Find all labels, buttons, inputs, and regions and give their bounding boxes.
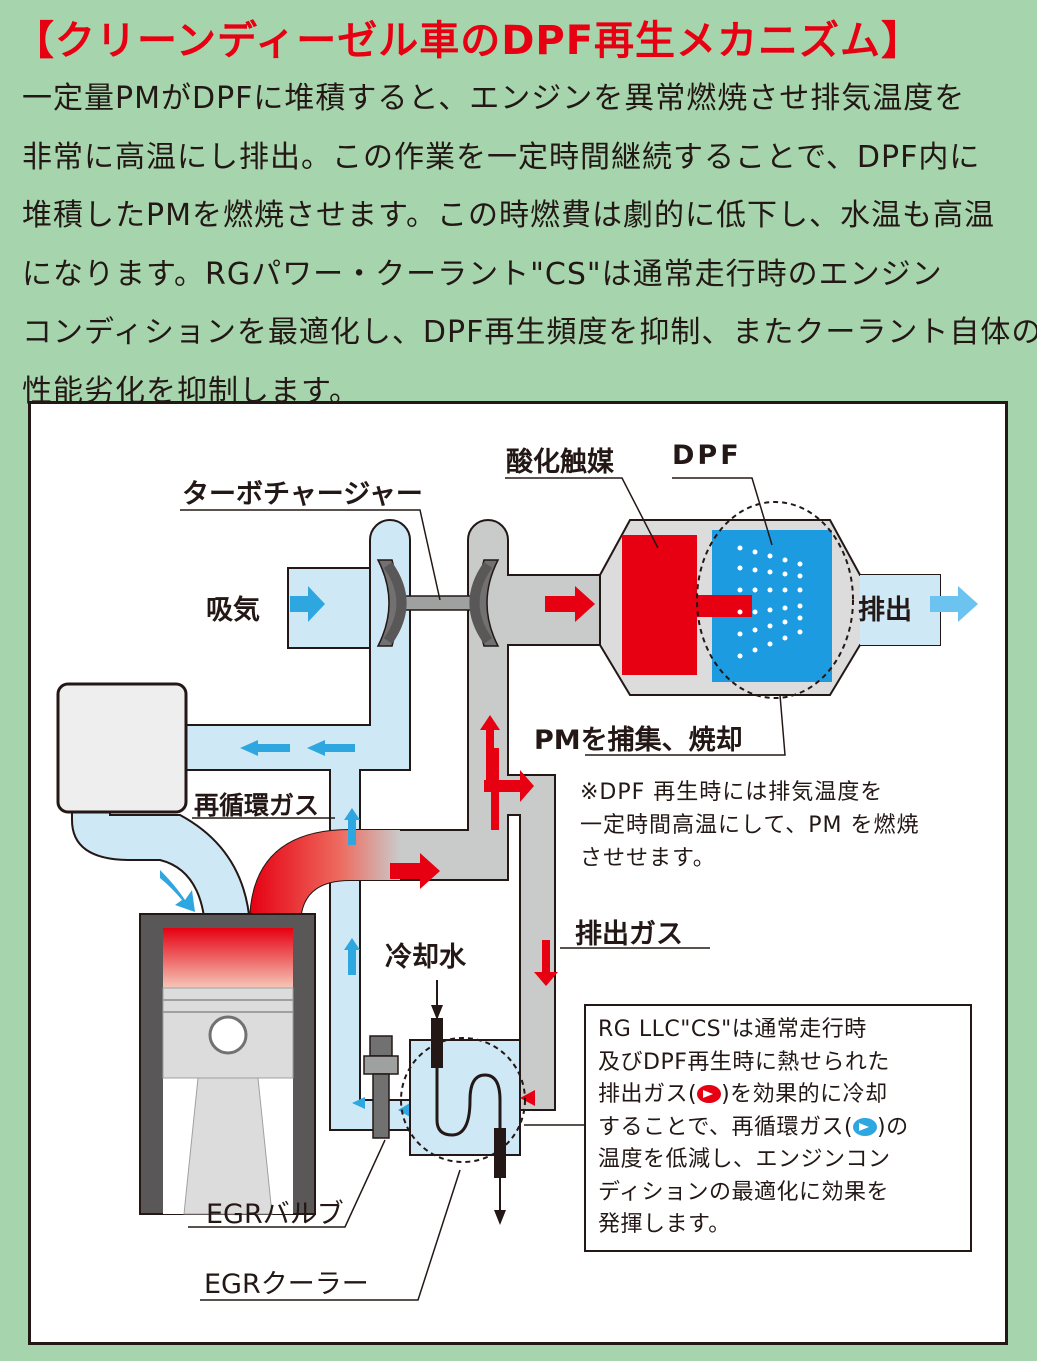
llc-note-text: 排出ガス( <box>598 1082 698 1107</box>
label-pm-capture: PMを捕集、焼却 <box>534 725 743 756</box>
intro-text: 一定量PMがDPFに堆積すると、エンジンを異常燃焼させ排気温度を 非常に高温にし… <box>22 70 1037 421</box>
dpf-note-line: ※DPF 再生時には排気温度を <box>580 780 884 805</box>
exhaust-pipe <box>248 519 601 1111</box>
label-coolant: 冷却水 <box>385 942 466 973</box>
llc-note-line: 温度を低減し、エンジンコン <box>598 1147 891 1172</box>
label-egr-valve: EGRバルブ <box>206 1199 344 1230</box>
egr-cooler-unit <box>400 980 526 1225</box>
intake-runner <box>71 759 252 926</box>
red-arrow-icon <box>697 1085 722 1103</box>
llc-note-line: することで、再循環ガス( )の <box>586 1112 970 1145</box>
turbine-wheel <box>469 559 500 647</box>
llc-note-text: )を効果的に冷却 <box>721 1082 888 1107</box>
blue-flow-arrows <box>160 740 410 1117</box>
intro-line: コンディションを最適化し、DPF再生頻度を抑制、またクーラント自体の <box>22 315 1037 350</box>
label-turbocharger: ターボチャージャー <box>182 479 423 510</box>
label-exhaust-gas: 排出ガス <box>575 919 683 950</box>
llc-note-text: することで、再循環ガス( <box>598 1114 854 1140</box>
label-egr-cooler: EGRクーラー <box>204 1269 369 1300</box>
air-box <box>56 682 188 814</box>
exhaust-out-arrow <box>930 586 978 622</box>
llc-note-text: )の <box>877 1114 909 1140</box>
dpf-note-line: させせます。 <box>580 846 716 871</box>
intro-line: 堆積したPMを燃焼させます。この時燃費は劇的に低下し、水温も高温 <box>22 198 995 233</box>
intro-line: になります。RGパワー・クーラント"CS"は通常走行時のエンジン <box>22 256 943 292</box>
intro-line: 非常に高温にし排出。この作業を一定時間継続することで、DPF内に <box>22 139 981 175</box>
label-exhaust-out: 排出 <box>858 595 912 626</box>
blue-arrow-icon <box>853 1117 878 1136</box>
llc-note-box: RG LLC"CS"は通常走行時 及びDPF再生時に熱せられた 排出ガス( )を効… <box>584 1004 972 1252</box>
dpf-note: ※DPF 再生時には排気温度を 一定時間高温にして、PM を燃焼 させせます。 <box>580 776 919 875</box>
oxidation-catalyst <box>622 535 697 675</box>
dpf-note-line: 一定時間高温にして、PM を燃焼 <box>580 813 920 838</box>
llc-note-line: 排出ガス( )を効果的に冷却 <box>586 1079 970 1112</box>
label-recirculation-gas: 再循環ガス <box>194 791 320 820</box>
compressor-wheel <box>376 559 407 647</box>
piston <box>162 928 294 1215</box>
red-flow-arrows <box>390 586 595 1106</box>
leader-lines <box>180 477 786 1301</box>
llc-note-line: RG LLC"CS"は通常走行時 <box>598 1017 867 1042</box>
label-intake: 吸気 <box>206 595 260 626</box>
label-dpf: DPF <box>672 440 742 471</box>
llc-note-line: ディションの最適化に効果を <box>598 1179 889 1205</box>
intake-arrow <box>290 586 325 622</box>
dpf-dots <box>737 545 803 659</box>
intro-line: 一定量PMがDPFに堆積すると、エンジンを異常燃焼させ排気温度を <box>22 81 966 116</box>
llc-note-line: 発揮します。 <box>598 1212 731 1237</box>
page-title: 【クリーンディーゼル車のDPF再生メカニズム】 <box>14 18 923 64</box>
label-catalyst: 酸化触媒 <box>506 447 614 478</box>
egr-valve-unit <box>363 1035 399 1139</box>
llc-note-line: 及びDPF再生時に熱せられた <box>598 1049 890 1075</box>
